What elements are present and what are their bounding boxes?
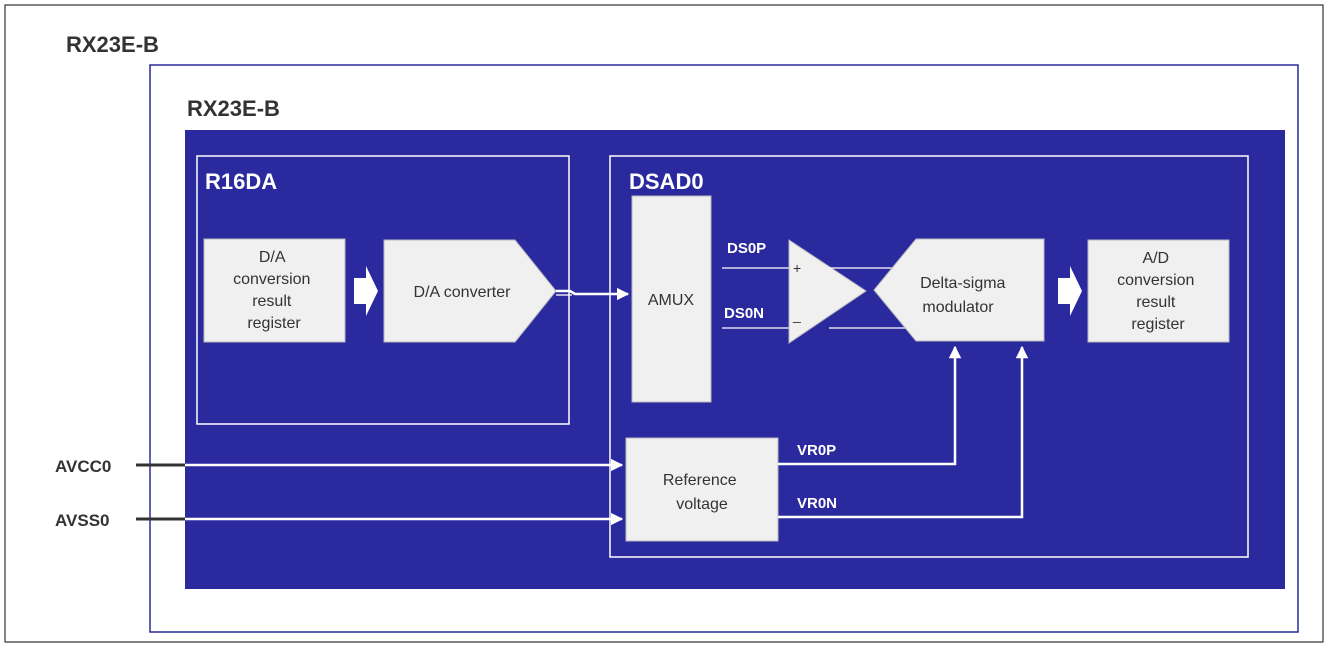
outer-title: RX23E-B: [66, 32, 159, 57]
da-block-arrow: [354, 266, 378, 316]
vr0n-label: VR0N: [797, 495, 837, 512]
minus-sign: _: [792, 307, 801, 323]
dac-output-wire: [556, 287, 630, 301]
vr0p-label: VR0P: [797, 442, 836, 459]
plus-sign: +: [793, 260, 801, 276]
amplifier: [788, 239, 867, 344]
ad-register-text: A/D conversion result register: [1117, 250, 1199, 333]
dsad0-label: DSAD0: [629, 169, 704, 194]
amux-block: [631, 195, 712, 403]
avcc0-pin-label: AVCC0: [55, 457, 111, 476]
ad-register-block: [1087, 239, 1230, 343]
da-register-text: D/A conversion result register: [233, 249, 315, 332]
avss0-pin-label: AVSS0: [55, 511, 110, 530]
ad-block-arrow: [1058, 266, 1082, 316]
modulator-text: Delta-sigma modulator: [920, 275, 1010, 316]
vr0n-wire: [778, 345, 1029, 519]
modulator-block: [873, 238, 1045, 342]
r16da-label: R16DA: [205, 169, 277, 194]
ds0p-label: DS0P: [727, 240, 766, 257]
da-converter-block: [383, 239, 557, 343]
reference-voltage-text: Reference voltage: [663, 472, 741, 513]
vr0p-wire: [778, 345, 962, 466]
chip-title: RX23E-B: [187, 96, 280, 121]
reference-voltage-block: [625, 437, 779, 542]
ds0n-label: DS0N: [724, 305, 764, 322]
da-register-block: [203, 238, 346, 343]
dsad0-module: [609, 155, 1249, 558]
da-converter-label: D/A converter: [414, 284, 512, 301]
amux-label: AMUX: [648, 292, 695, 309]
